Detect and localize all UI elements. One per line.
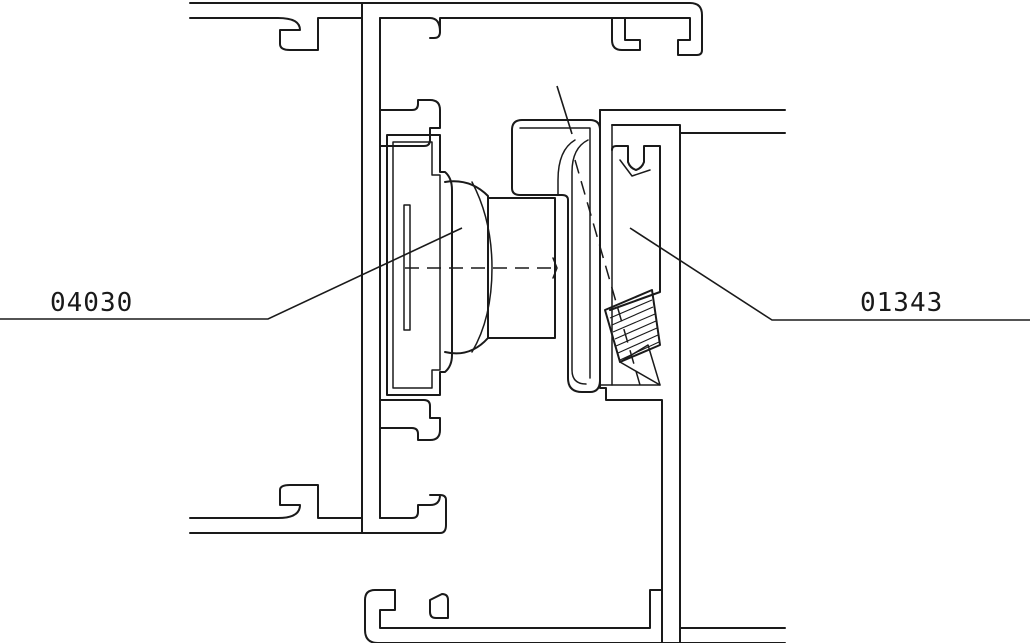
- leader-lines: [0, 85, 1030, 321]
- right-mullion-profile: [599, 109, 786, 643]
- leader-left: [0, 227, 463, 320]
- part-number-label-left: 04030: [50, 290, 134, 316]
- frame-top-flange: [189, 2, 703, 56]
- gasket-wedge: [599, 289, 661, 386]
- hook-clamp: [511, 119, 601, 393]
- mullion-walls: [361, 2, 441, 534]
- leader-right: [629, 227, 1030, 321]
- frame-bottom-right-flange: [364, 589, 786, 643]
- part-number-label-right: 01343: [860, 290, 944, 316]
- leader-top: [556, 85, 573, 135]
- connector-bolt: [405, 180, 558, 355]
- frame-bottom-flange: [189, 484, 447, 534]
- inner-channel-clip: [386, 134, 453, 396]
- rotation-axis: [574, 159, 641, 386]
